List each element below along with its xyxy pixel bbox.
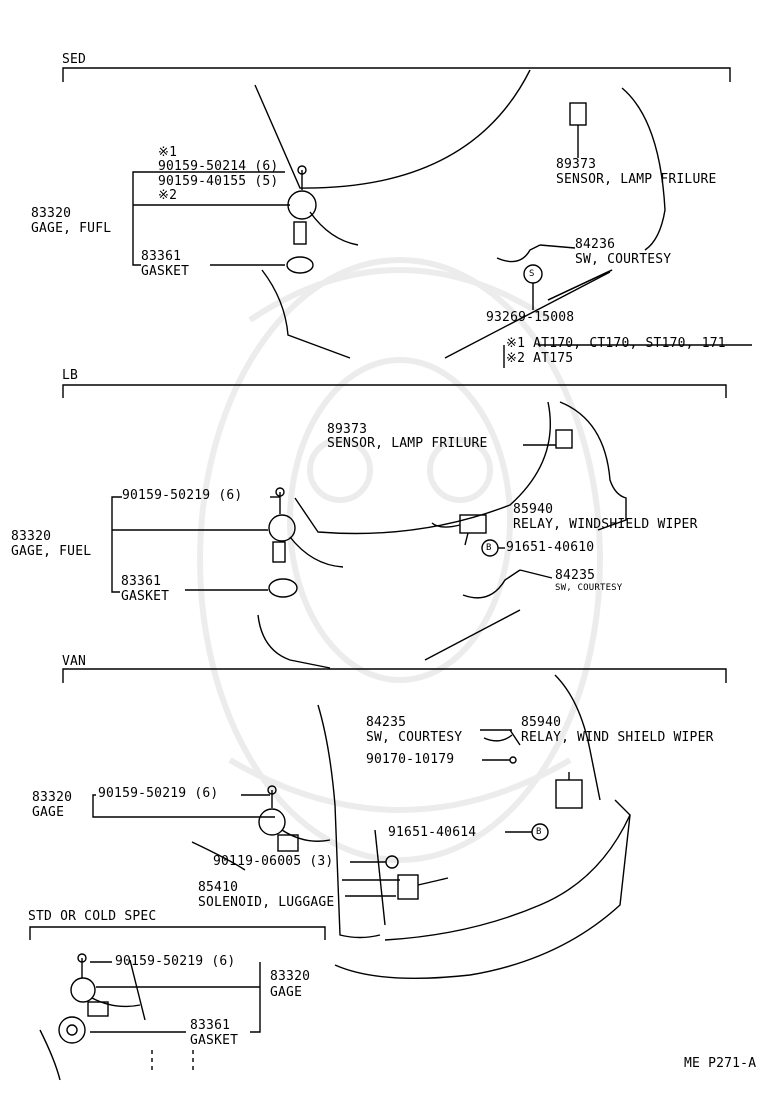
figure-code: ME P271-A (684, 1056, 757, 1071)
lb-gasket-part-number: 83361 (121, 574, 162, 589)
van-switch-part-number: 84235 (366, 715, 407, 730)
std-bolt-part-number: 90159-50219 (6) (115, 954, 236, 969)
van-solenoid-name: SOLENOID, LUGGAGE (198, 895, 335, 910)
sed-gasket-name: GASKET (141, 264, 190, 279)
std-frame (29, 926, 326, 940)
sed-s-marker: S (529, 269, 535, 279)
van-frame (62, 668, 727, 683)
std-gasket-part-number: 83361 (190, 1018, 231, 1033)
lb-sensor-part-number: 89373 (327, 422, 368, 437)
lb-relay-name: RELAY, WINDSHIELD WIPER (513, 517, 698, 532)
sed-section-title: SED (62, 52, 87, 67)
std-gage-part-number: 83320 (270, 969, 311, 984)
sed-sensor-name: SENSOR, LAMP FRILURE (556, 172, 717, 187)
lb-sensor-name: SENSOR, LAMP FRILURE (327, 436, 488, 451)
lb-switch-part-number: 84235 (555, 568, 596, 583)
std-gage-name: GAGE (270, 985, 303, 1000)
sed-gasket-part-number: 83361 (141, 249, 182, 264)
van-relay-name: RELAY, WIND SHIELD WIPER (521, 730, 714, 745)
std-section-title: STD OR COLD SPEC (28, 909, 157, 924)
van-nut-part-number: 90119-06005 (3) (213, 854, 334, 869)
sed-note1-mark: ※1 (158, 145, 178, 160)
sed-sensor-part-number: 89373 (556, 157, 597, 172)
van-screw-part-number: 91651-40614 (388, 825, 477, 840)
van-gage-part-number: 83320 (32, 790, 73, 805)
lb-section-title: LB (62, 368, 79, 383)
lb-gage-name: GAGE, FUEL (11, 544, 92, 559)
sed-note2: ※2 AT175 (506, 351, 574, 366)
lb-gasket-name: GASKET (121, 589, 170, 604)
lb-frame (62, 384, 727, 398)
van-solenoid-part-number: 85410 (198, 880, 239, 895)
watermark-logo (197, 257, 603, 863)
sed-bolt2-part-number: 90159-40155 (5) (158, 174, 279, 189)
van-gage-name: GAGE (32, 805, 65, 820)
sed-gage-name: GAGE, FUFL (31, 221, 112, 236)
lb-bolt-part-number: 90159-50219 (6) (122, 488, 243, 503)
lb-gage-part-number: 83320 (11, 529, 52, 544)
van-clip-part-number: 90170-10179 (366, 752, 455, 767)
van-section-title: VAN (62, 654, 87, 669)
van-relay-part-number: 85940 (521, 715, 562, 730)
sed-note1: ※1 AT170, CT170, ST170, 171 (506, 336, 726, 351)
sed-bolt1-part-number: 90159-50214 (6) (158, 159, 279, 174)
van-b-marker: B (536, 827, 542, 837)
std-gasket-name: GASKET (190, 1033, 239, 1048)
van-bolt-part-number: 90159-50219 (6) (98, 786, 219, 801)
sed-switch-part-number: 84236 (575, 237, 616, 252)
sed-frame (62, 67, 731, 82)
sed-note2-mark: ※2 (158, 188, 178, 203)
lb-b-marker: B (486, 543, 492, 553)
sed-screw-part-number: 93269-15008 (486, 310, 575, 325)
sed-gage-part-number: 83320 (31, 206, 72, 221)
van-switch-name: SW, COURTESY (366, 730, 463, 745)
lb-switch-name: SW, COURTESY (555, 583, 623, 593)
sed-switch-name: SW, COURTESY (575, 252, 672, 267)
lb-relay-part-number: 85940 (513, 502, 554, 517)
lb-screw-part-number: 91651-40610 (506, 540, 595, 555)
